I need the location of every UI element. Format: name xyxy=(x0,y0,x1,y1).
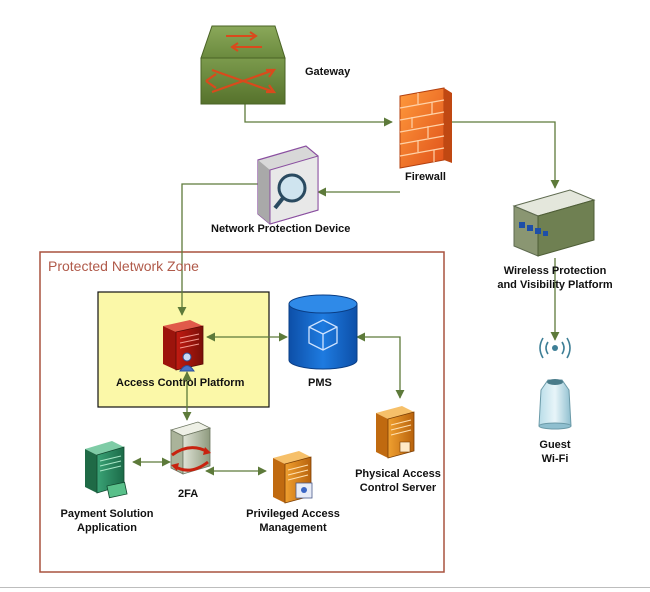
gateway-to-firewall-line xyxy=(244,104,393,127)
npd-to-access-control-line xyxy=(177,183,258,316)
wireless-platform-label: Wireless Protection and Visibility Platf… xyxy=(490,264,620,292)
firewall-label: Firewall xyxy=(405,171,446,183)
network-protection-label: Network Protection Device xyxy=(211,223,351,235)
bottom-divider xyxy=(0,587,650,588)
guest-label-line1: Guest xyxy=(539,439,571,451)
physical-label-line2: Control Server xyxy=(359,482,437,494)
protected-zone-border xyxy=(39,251,445,573)
wireless-label-line1: Wireless Protection xyxy=(503,265,607,277)
physical-access-label: Physical Access Control Server xyxy=(345,467,451,495)
zone-title: Protected Network Zone xyxy=(48,258,199,274)
pms-label: PMS xyxy=(308,377,332,389)
access-control-label: Access Control Platform xyxy=(116,377,245,389)
guest-wifi-label: Guest Wi-Fi xyxy=(525,438,585,466)
connectors xyxy=(132,104,560,476)
firewall-to-wireless-line xyxy=(452,121,560,189)
privileged-access-label: Privileged Access Management xyxy=(238,507,348,535)
gateway-label: Gateway xyxy=(305,66,351,78)
network-appliance-icon xyxy=(512,189,596,257)
wifi-access-point-icon xyxy=(538,337,572,430)
payment-solution-label: Payment Solution Application xyxy=(52,507,162,535)
magnifier-appliance-icon xyxy=(257,145,319,225)
physical-label-line1: Physical Access xyxy=(355,468,441,480)
router-icon xyxy=(200,25,286,105)
privileged-label-line2: Management xyxy=(259,522,327,534)
brick-wall-icon xyxy=(399,87,452,169)
sync-server-icon xyxy=(169,421,212,475)
payment-label-line2: Application xyxy=(77,522,137,534)
privileged-label-line1: Privileged Access xyxy=(246,508,340,520)
database-cylinder-icon xyxy=(288,294,358,370)
payment-label-line1: Payment Solution xyxy=(60,508,154,520)
server-user-icon xyxy=(163,320,204,372)
guest-label-line2: Wi-Fi xyxy=(541,453,569,465)
server-icon xyxy=(376,406,415,459)
server-certificate-icon xyxy=(273,451,313,504)
pms-physical-line xyxy=(356,332,405,399)
server-card-icon xyxy=(85,441,128,499)
wireless-label-line2: and Visibility Platform xyxy=(497,279,613,291)
2fa-label: 2FA xyxy=(178,488,199,500)
